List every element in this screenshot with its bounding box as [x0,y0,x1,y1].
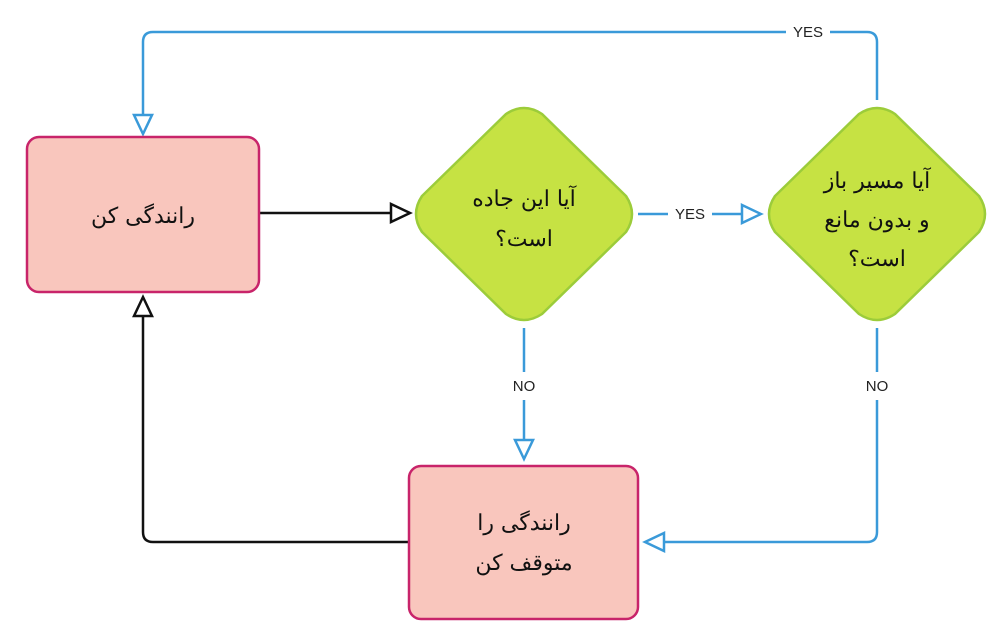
node-is-path-open-line-2: و بدون مانع [824,208,929,233]
node-is-path-open-line-1: آیا مسیر باز [823,167,931,194]
node-is-path-open: آیا مسیر باز و بدون مانع است؟ [767,106,987,322]
arrowhead-road-yes [740,203,764,225]
node-stop: رانندگی را متوقف کن [407,464,640,621]
edge-path-yes-left [141,30,786,115]
node-stop-line-2: متوقف کن [475,551,572,576]
edge-label-path-no: NO [866,378,889,395]
arrowhead-stop-to-drive [132,294,154,318]
edge-path-no-bottom [664,400,879,544]
edge-label-road-yes: YES [675,206,705,223]
node-drive-line-1: رانندگی کن [91,203,195,229]
arrowhead-path-no [642,531,666,553]
node-is-path-open-line-3: است؟ [848,247,906,272]
arrowhead-road-no [513,438,535,462]
node-is-road-line-1: آیا این جاده [472,185,576,212]
arrowhead-drive-to-road [389,202,413,224]
node-stop-line-1: رانندگی را [477,510,571,536]
node-is-road: آیا این جاده است؟ [414,106,634,322]
node-drive: رانندگی کن [25,135,261,294]
arrowhead-path-yes [132,113,154,137]
edge-label-road-no: NO [513,378,536,395]
node-is-road-line-2: است؟ [495,227,553,252]
edge-stop-to-drive [141,316,409,544]
edge-label-path-yes: YES [793,24,823,41]
edge-path-yes-right [830,30,879,100]
